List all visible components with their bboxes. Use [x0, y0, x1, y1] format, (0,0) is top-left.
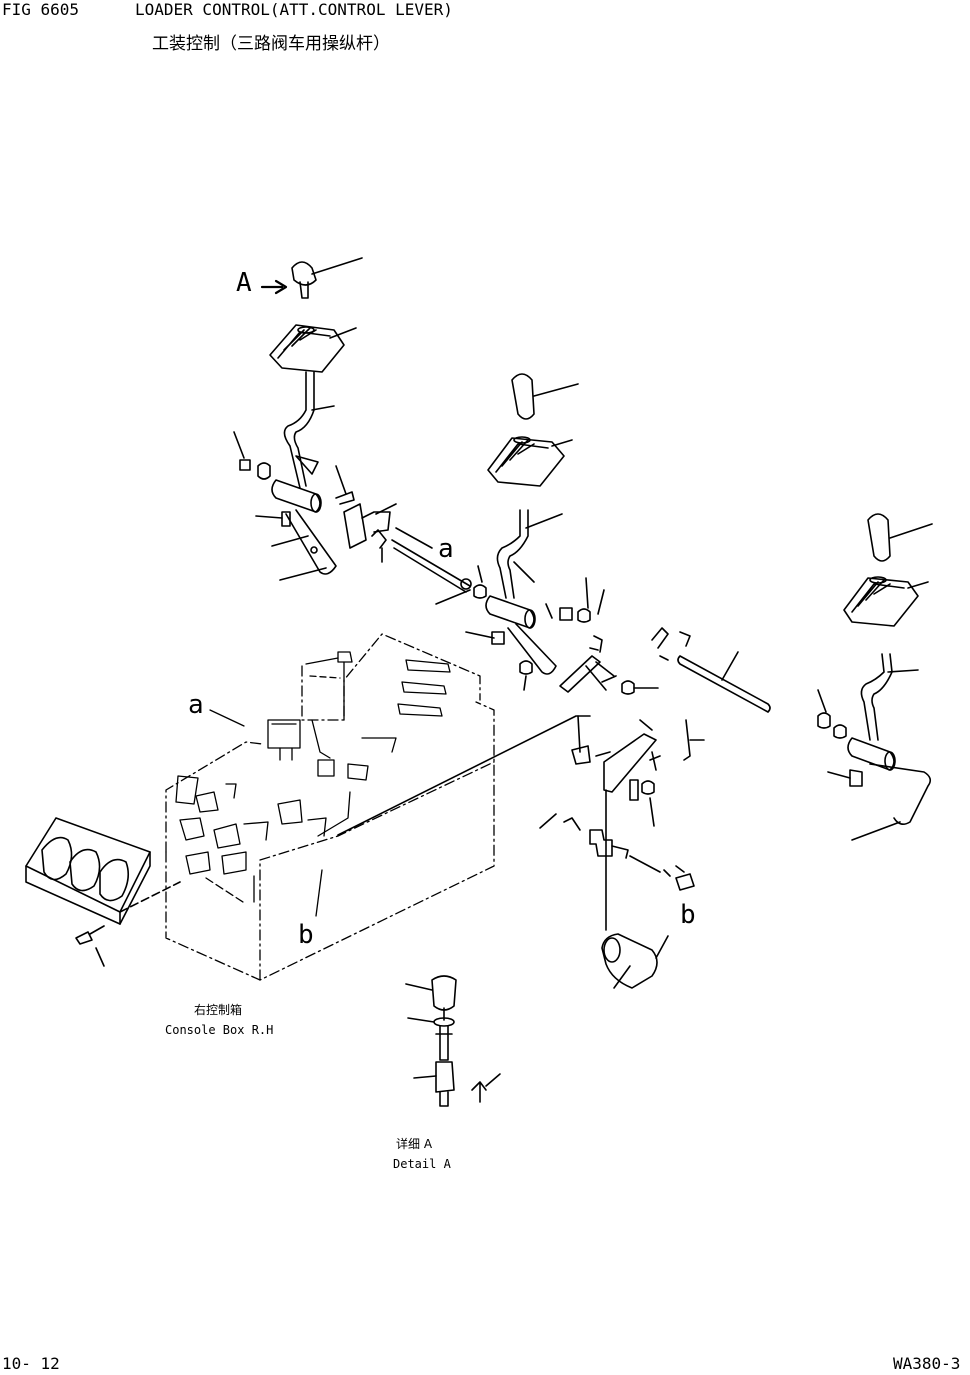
figure-title-en: LOADER CONTROL(ATT.CONTROL LEVER)	[135, 0, 453, 19]
callout-a-left: a	[188, 690, 204, 720]
detail-a-knob	[406, 976, 500, 1106]
callout-b-bottom: b	[298, 920, 314, 950]
cover-panel	[26, 818, 180, 966]
model-number: WA380-3	[893, 1354, 961, 1373]
console-box-label-cn: 右控制箱	[194, 1003, 243, 1017]
detail-a-label-cn: 详细 A	[396, 1137, 433, 1151]
console-box-rh	[166, 634, 494, 980]
console-box-label-en: Console Box R.H	[165, 1023, 274, 1037]
callout-arrow-a: A	[236, 268, 252, 298]
detail-a-label-en: Detail A	[393, 1157, 451, 1171]
callout-a-top: a	[438, 534, 454, 564]
page-number: 10- 12	[2, 1354, 60, 1373]
lever-assembly-right	[818, 514, 932, 840]
arrow-a-icon	[262, 281, 286, 293]
callout-b-right: b	[680, 900, 696, 930]
figure-title-cn: 工装控制（三路阀车用操纵杆）	[152, 34, 390, 54]
lever-assembly-left	[234, 258, 471, 592]
control-linkage	[338, 716, 704, 988]
lever-assembly-middle	[436, 374, 770, 712]
figure-number: FIG 6605	[2, 0, 80, 19]
